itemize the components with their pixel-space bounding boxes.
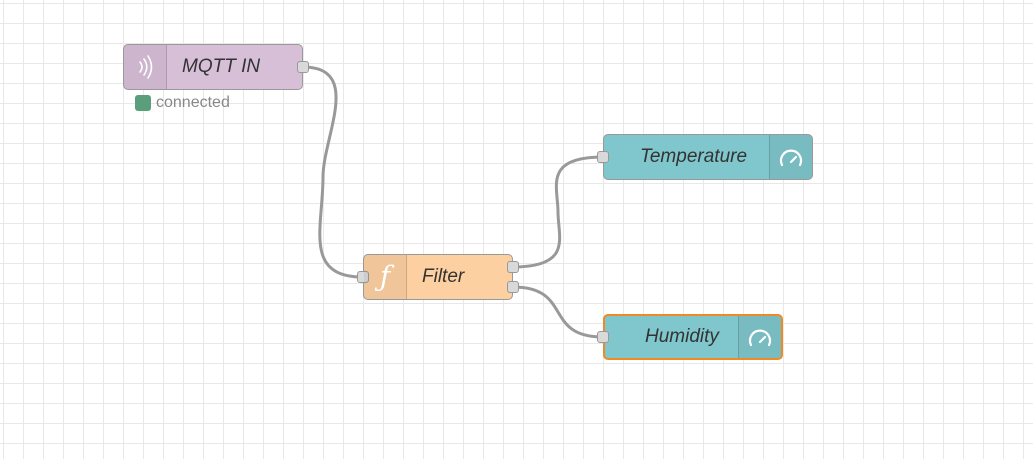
filter-function-node[interactable]: ƒ Filter: [357, 254, 519, 300]
status-text: connected: [156, 94, 230, 111]
mqtt-output-port[interactable]: [297, 61, 309, 73]
humidity-label: Humidity: [645, 326, 719, 347]
function-icon: ƒ: [364, 255, 407, 299]
wire-filter-to-temperature[interactable]: [511, 155, 605, 269]
temperature-gauge-node[interactable]: Temperature: [597, 134, 813, 180]
humidity-input-port[interactable]: [597, 331, 609, 343]
filter-output-port-1[interactable]: [507, 261, 519, 273]
gauge-icon: [738, 316, 781, 358]
temperature-label: Temperature: [640, 146, 748, 167]
humidity-gauge-node[interactable]: Humidity: [597, 314, 783, 360]
wire-filter-to-humidity[interactable]: [511, 285, 605, 339]
mqtt-status: connected: [135, 94, 230, 112]
mqtt-in-node[interactable]: MQTT IN: [123, 44, 309, 90]
mqtt-in-label: MQTT IN: [182, 56, 261, 77]
wire-mqtt-to-filter[interactable]: [301, 65, 365, 279]
filter-label: Filter: [422, 266, 465, 287]
filter-input-port[interactable]: [357, 271, 369, 283]
temperature-input-port[interactable]: [597, 151, 609, 163]
status-dot-icon: [135, 95, 151, 111]
mqtt-wave-icon: [124, 45, 167, 89]
gauge-icon: [769, 135, 812, 179]
filter-output-port-2[interactable]: [507, 281, 519, 293]
